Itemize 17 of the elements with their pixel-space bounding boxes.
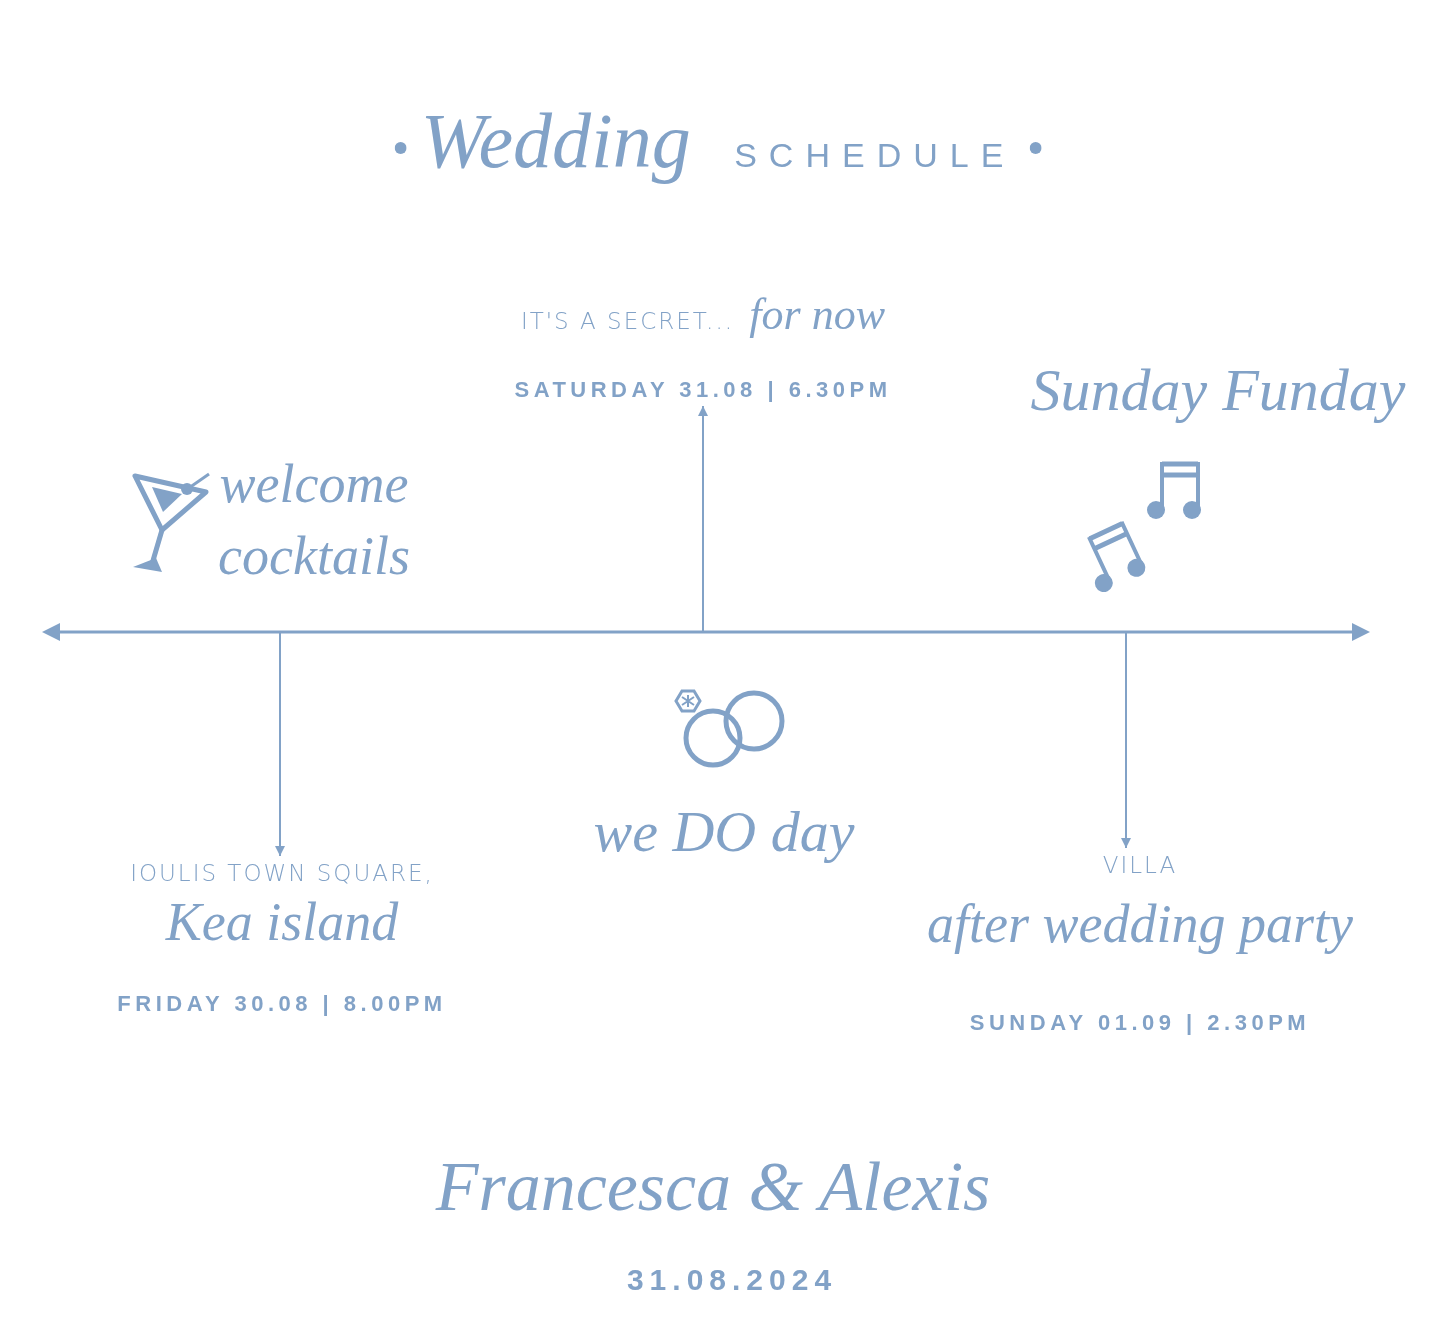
event-title: after wedding party <box>927 894 1353 954</box>
arrow <box>275 632 285 857</box>
date-time-text: FRIDAY 30.08 | 8.00PM <box>117 990 447 1018</box>
event-title: Kea island <box>165 892 399 952</box>
date-time-text: SUNDAY 01.09 | 2.30PM <box>969 1009 1311 1037</box>
event-title: welcome cocktails <box>217 453 411 588</box>
event-title: we DO day <box>593 798 855 866</box>
arrow <box>698 405 708 632</box>
arrow <box>1121 632 1131 849</box>
event-title: Sunday Funday <box>1030 356 1406 425</box>
title: Wedding SCHEDULE <box>420 96 1016 186</box>
venue-text: IOULIS TOWN SQUARE, <box>130 859 434 888</box>
wedding-date: 31.08.2024 <box>626 1262 838 1298</box>
venue-text: VILLA <box>1102 851 1178 880</box>
event-title: IT'S A SECRET... for now <box>520 290 886 341</box>
couple-names: Francesca & Alexis <box>435 1147 991 1227</box>
date-time-text: SATURDAY 31.08 | 6.30PM <box>514 376 892 404</box>
